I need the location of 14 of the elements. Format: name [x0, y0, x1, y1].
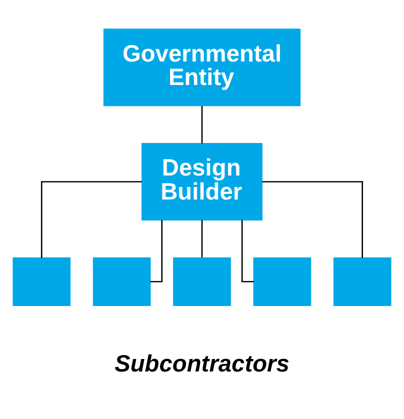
connector: [262, 180, 364, 258]
node-box: [92, 256, 151, 306]
node-box: [173, 256, 231, 306]
connector: [40, 180, 142, 258]
node-box: Governmental Entity: [103, 28, 301, 106]
node-box: [253, 256, 312, 306]
node-box: [12, 256, 71, 306]
connector: [201, 106, 203, 143]
label: Subcontractors: [114, 351, 290, 378]
node-box: [333, 256, 392, 306]
node-box: Design Builder: [142, 142, 262, 220]
connector: [241, 220, 254, 282]
connector: [201, 220, 203, 257]
connector: [150, 220, 163, 282]
